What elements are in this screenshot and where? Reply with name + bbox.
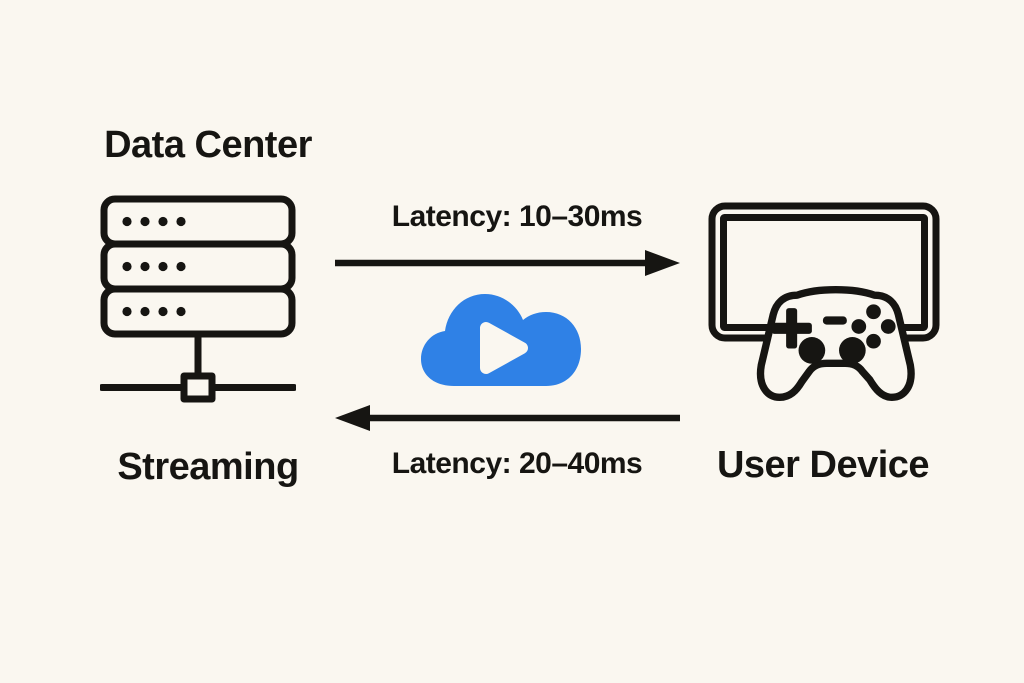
data-center-caption: Streaming — [117, 446, 299, 488]
data-center-title: Data Center — [104, 124, 312, 166]
user-device-title: User Device — [716, 444, 930, 486]
play-triangle — [480, 322, 528, 374]
arrow-left-icon — [335, 403, 682, 433]
upstream-latency-label: Latency: 20–40ms — [391, 447, 643, 480]
monitor-gamepad-icon — [708, 202, 940, 412]
downstream-latency-label: Latency: 10–30ms — [391, 200, 643, 233]
server-rack-icon — [100, 195, 296, 405]
cloud-play-icon — [416, 286, 586, 390]
gamepad-shape — [756, 286, 915, 402]
arrow-right-icon — [333, 248, 680, 278]
